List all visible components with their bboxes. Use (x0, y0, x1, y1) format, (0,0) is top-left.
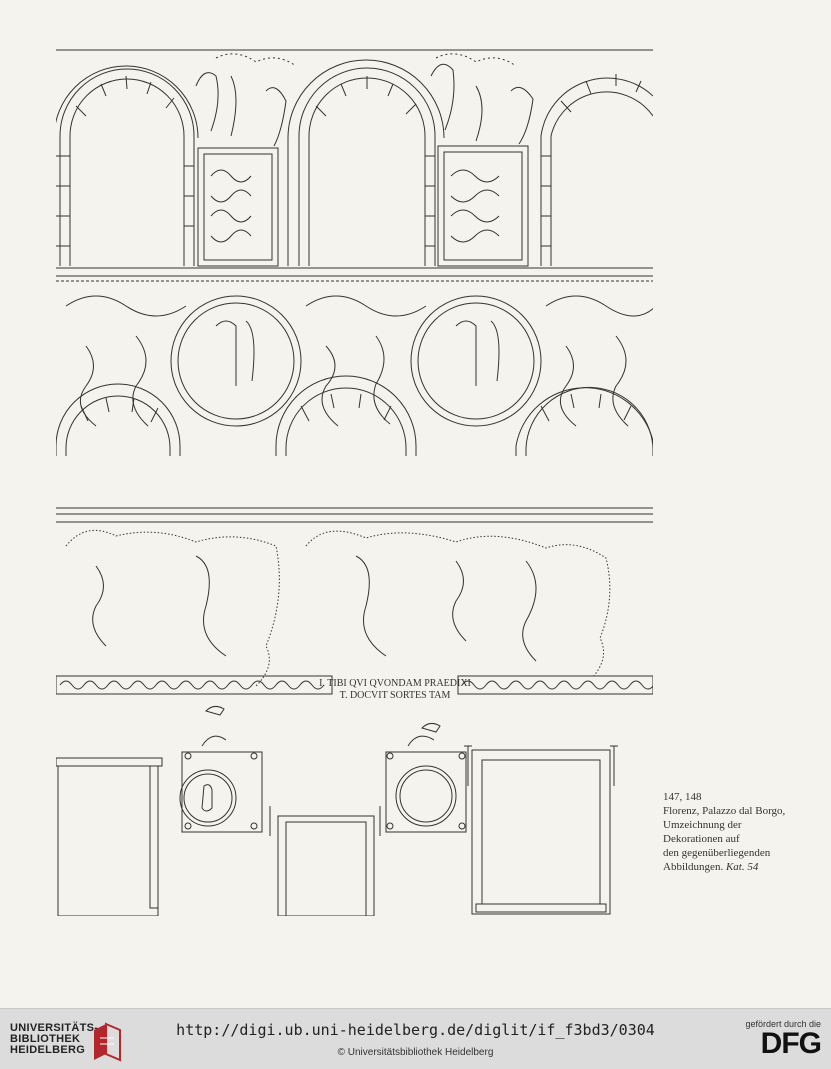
caption-line-4: Dekorationen auf (663, 833, 740, 845)
figure-caption: 147, 148 Florenz, Palazzo dal Borgo, Umz… (663, 790, 823, 874)
caption-abbildungen: Abbildungen. (663, 861, 724, 873)
ub-heidelberg-logo[interactable]: UNIVERSITÄTS- BIBLIOTHEK HEIDELBERG (10, 1022, 210, 1063)
copyright-notice: © Universitätsbibliothek Heidelberg (337, 1047, 494, 1058)
caption-catalog-ref: Kat. 54 (725, 861, 759, 873)
caption-location: Florenz, Palazzo dal Borgo, (663, 805, 786, 817)
dfg-funding-logo[interactable]: gefördert durch die DFG (729, 1019, 822, 1060)
permalink-url[interactable]: http://digi.ub.uni-heidelberg.de/diglit/… (176, 1021, 655, 1039)
caption-line-6: Abbildungen. Kat. 54 (663, 860, 823, 874)
logo-wordmark: UNIVERSITÄTS- BIBLIOTHEK HEIDELBERG (10, 1022, 99, 1056)
lower-frieze: I. TIBI QVI QVONDAM PRAEDIXI T. DOCVIT S… (56, 507, 653, 701)
inscription-line-1: I. TIBI QVI QVONDAM PRAEDIXI (319, 678, 471, 689)
caption-line-5: den gegenüberliegenden (663, 847, 771, 859)
window-elevation (56, 705, 618, 916)
footer-bar: UNIVERSITÄTS- BIBLIOTHEK HEIDELBERG http… (0, 1008, 831, 1069)
dfg-wordmark: DFG (760, 1027, 822, 1060)
inscription-line-2: T. DOCVIT SORTES TAM (340, 690, 451, 701)
library-emblem-icon (94, 1022, 121, 1062)
caption-figure-numbers: 147, 148 (663, 791, 702, 803)
middle-frieze (56, 280, 653, 456)
facade-drawing: I. TIBI QVI QVONDAM PRAEDIXI T. DOCVIT S… (56, 46, 653, 916)
scanned-page: I. TIBI QVI QVONDAM PRAEDIXI T. DOCVIT S… (56, 46, 823, 916)
upper-arcade (56, 49, 653, 277)
funding-note: gefördert durch die (745, 1019, 821, 1029)
caption-line-3: Umzeichnung der (663, 819, 742, 831)
